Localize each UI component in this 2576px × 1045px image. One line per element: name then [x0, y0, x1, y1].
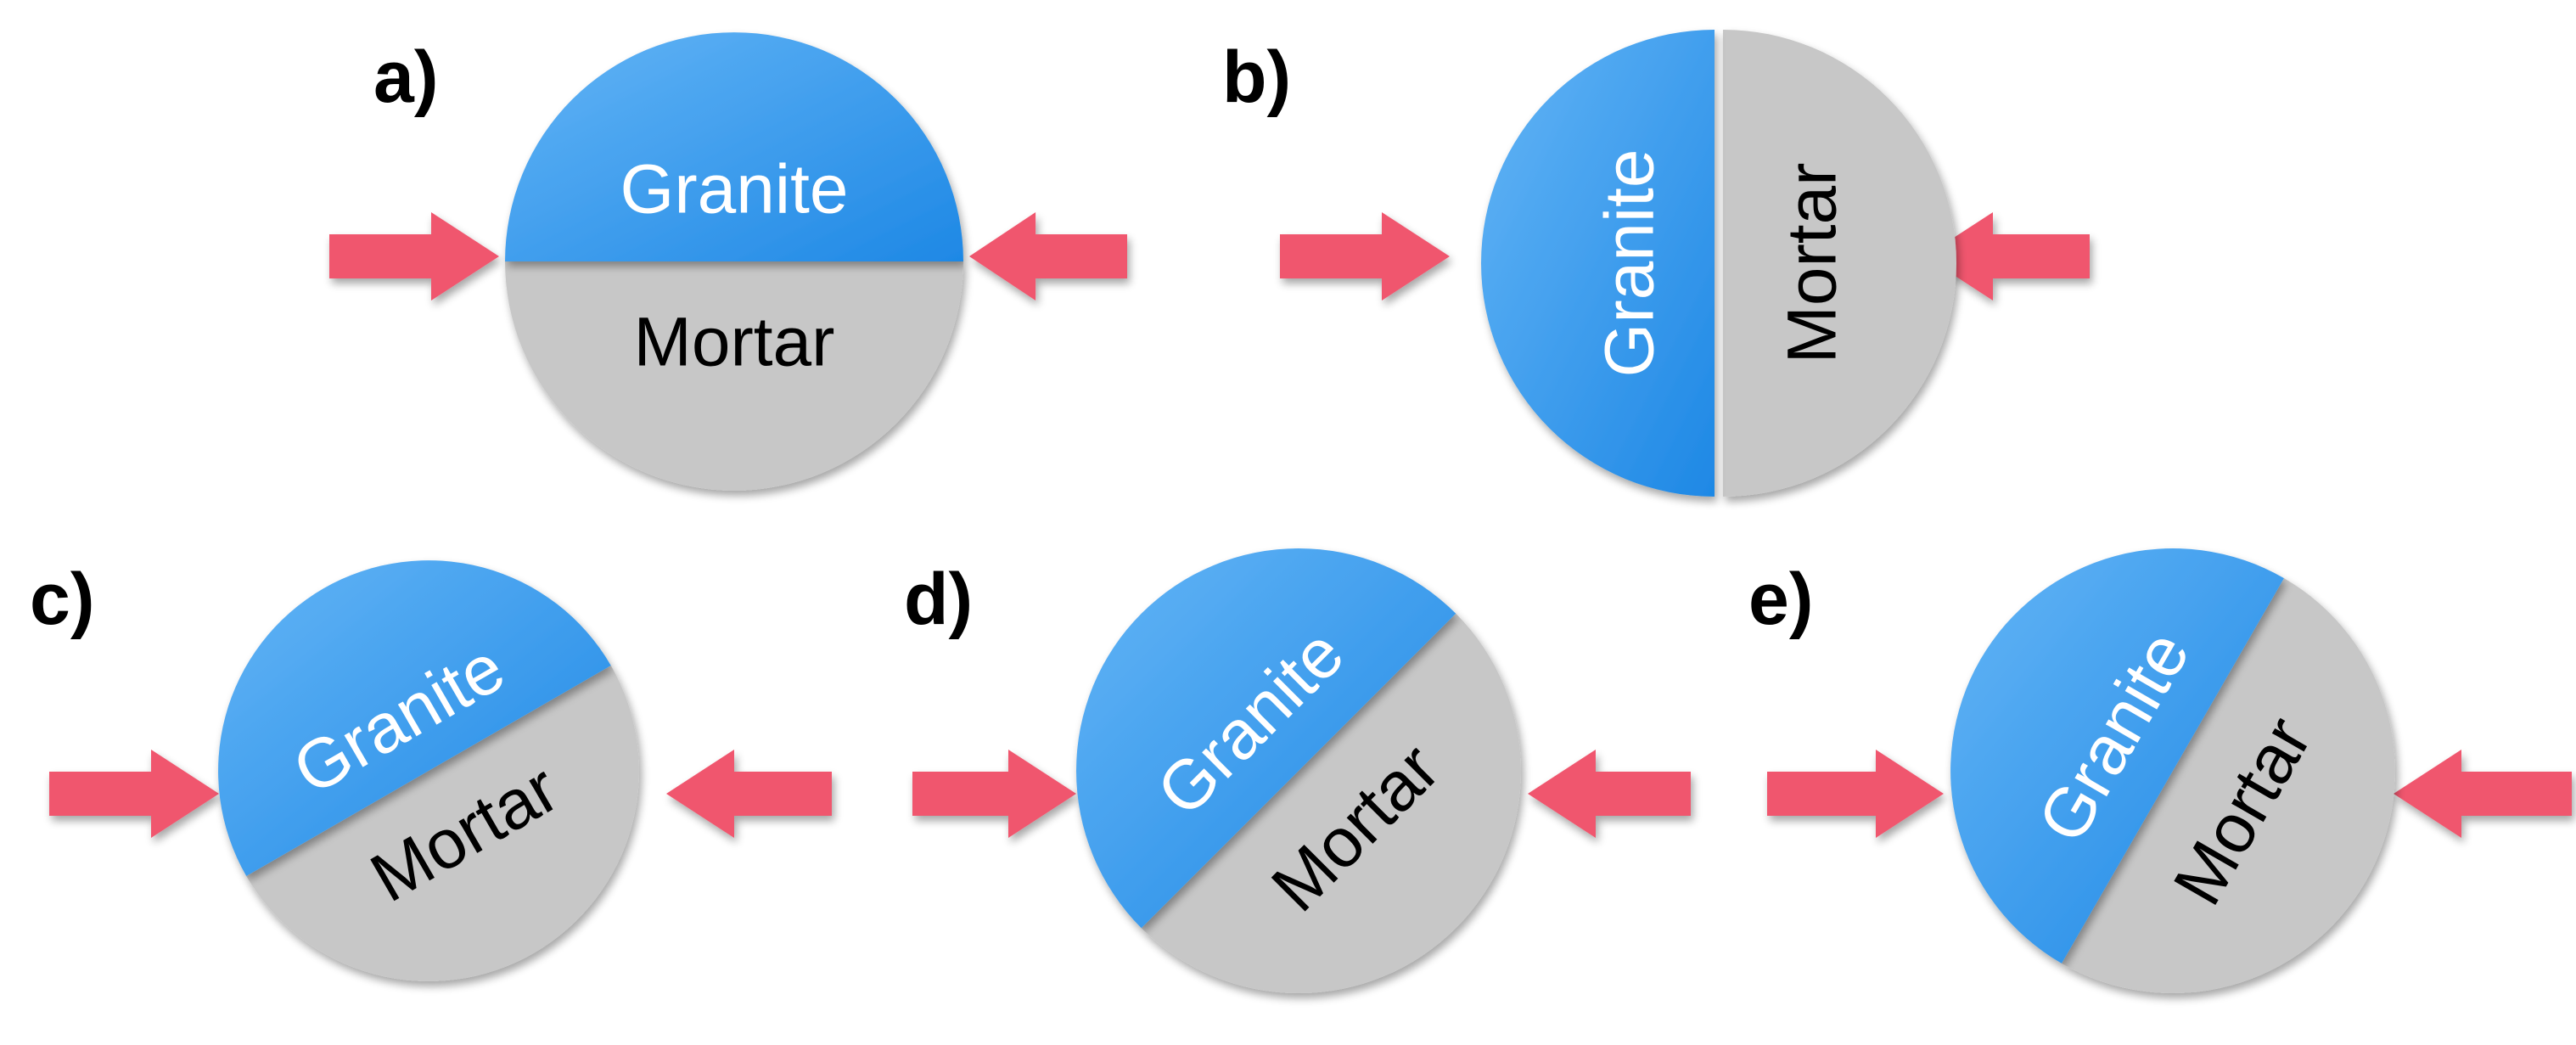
mortar-label: Mortar [634, 304, 835, 381]
arrow-right-icon [1767, 750, 1944, 838]
arrow-right-icon [1280, 212, 1450, 301]
arrow-left-icon [666, 750, 832, 838]
mortar-half [246, 666, 639, 981]
arrow-right-icon [49, 750, 219, 838]
mortar-half [1141, 613, 1521, 993]
panel-b: b) Granite Mortar [1222, 30, 2090, 497]
arrow-right-icon [329, 212, 499, 301]
mortar-half [2062, 578, 2395, 993]
arrow-left-icon [969, 212, 1127, 301]
granite-half [218, 560, 611, 876]
arrow-left-icon [2394, 750, 2572, 838]
mortar-half [1723, 30, 1956, 497]
panel-label: b) [1222, 37, 1291, 118]
panel-label: e) [1748, 559, 1813, 640]
mortar-label: Mortar [1774, 163, 1851, 364]
panel-label: d) [904, 559, 973, 640]
panel-label: c) [30, 559, 94, 640]
granite-half [1481, 30, 1715, 497]
granite-label: Granite [1591, 149, 1669, 378]
granite-half [505, 32, 963, 262]
arrow-left-icon [1528, 750, 1691, 838]
mortar-half [505, 261, 963, 491]
panel-label: a) [373, 37, 438, 118]
arrow-right-icon [912, 750, 1076, 838]
granite-half [1076, 548, 1456, 929]
granite-half [1950, 548, 2284, 964]
granite-label: Granite [620, 151, 849, 228]
arrow-left-icon [1925, 212, 2090, 301]
